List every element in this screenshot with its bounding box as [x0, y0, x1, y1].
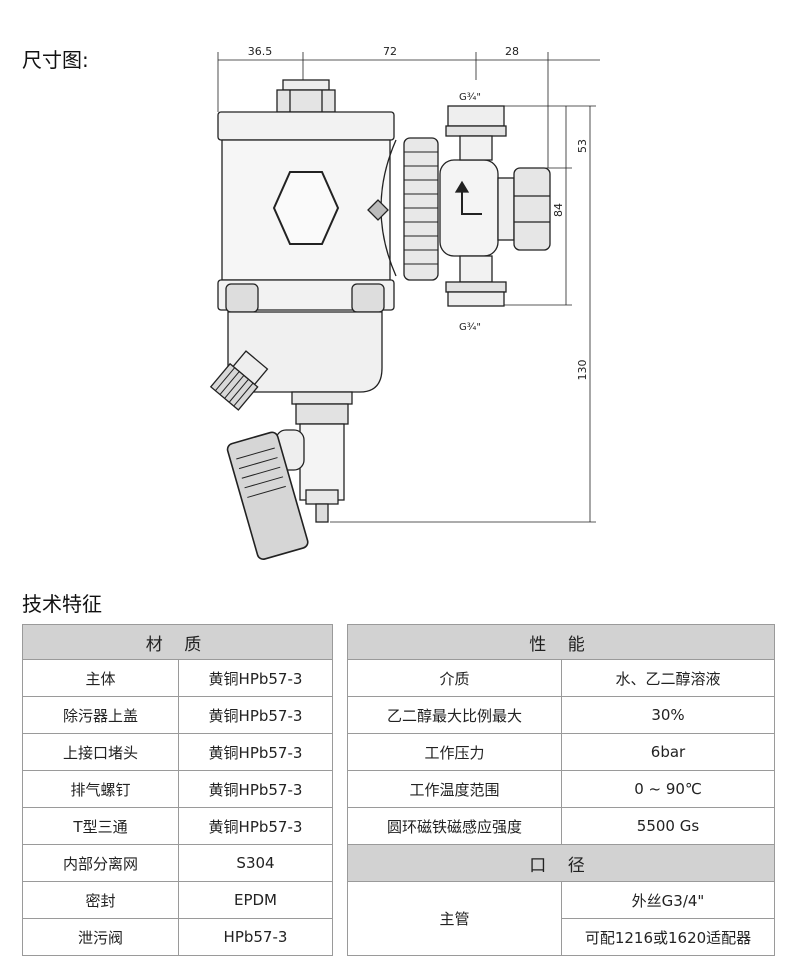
table-row: 上接口堵头黄铜HPb57-3: [22, 733, 333, 771]
caliber-name: 主管: [347, 881, 562, 956]
table-row: 主体黄铜HPb57-3: [22, 659, 333, 697]
material-value: HPb57-3: [178, 918, 333, 956]
performance-value: 水、乙二醇溶液: [561, 659, 775, 697]
performance-value: 5500 Gs: [561, 807, 775, 845]
performance-name: 乙二醇最大比例最大: [347, 696, 562, 734]
materials-header: 材 质: [22, 624, 333, 660]
thread-top-label: G¾": [459, 92, 481, 103]
material-value: EPDM: [178, 881, 333, 919]
material-value: 黄铜HPb57-3: [178, 807, 333, 845]
dim-top-right: 28: [505, 45, 519, 58]
performance-name: 工作温度范围: [347, 770, 562, 808]
material-name: 密封: [22, 881, 179, 919]
caliber-header: 口 径: [347, 844, 775, 882]
table-row: 可配1216或1620适配器: [348, 918, 775, 956]
performance-name: 介质: [347, 659, 562, 697]
table-row: T型三通黄铜HPb57-3: [22, 807, 333, 845]
dim-84: 84: [552, 203, 565, 217]
tech-title: 技术特征: [22, 592, 102, 616]
dim-top-mid: 72: [383, 45, 397, 58]
performance-header: 性 能: [347, 624, 775, 660]
material-value: 黄铜HPb57-3: [178, 659, 333, 697]
material-name: 泄污阀: [22, 918, 179, 956]
material-value: 黄铜HPb57-3: [178, 770, 333, 808]
dimension-title: 尺寸图:: [22, 48, 89, 72]
material-value: 黄铜HPb57-3: [178, 733, 333, 771]
dimension-drawing: 36.5 72 28 G¾" G¾" 53 84 130: [209, 45, 600, 560]
table-row: 除污器上盖黄铜HPb57-3: [22, 696, 333, 734]
material-name: 排气螺钉: [22, 770, 179, 808]
material-name: 除污器上盖: [22, 696, 179, 734]
thread-bottom-label: G¾": [459, 322, 481, 333]
performance-value: 30%: [561, 696, 775, 734]
caliber-value: 可配1216或1620适配器: [561, 918, 775, 956]
performance-value: 6bar: [561, 733, 775, 771]
material-name: 主体: [22, 659, 179, 697]
dim-top-left: 36.5: [248, 45, 273, 58]
material-value: 黄铜HPb57-3: [178, 696, 333, 734]
material-value: S304: [178, 844, 333, 882]
dim-53: 53: [576, 139, 589, 153]
performance-name: 圆环磁铁磁感应强度: [347, 807, 562, 845]
table-row: 主管外丝G3/4": [347, 881, 775, 956]
performance-value: 0 ~ 90℃: [561, 770, 775, 808]
table-row: 介质水、乙二醇溶液: [347, 659, 775, 697]
caliber-value: 外丝G3/4": [561, 881, 775, 919]
material-name: 内部分离网: [22, 844, 179, 882]
table-row: 排气螺钉黄铜HPb57-3: [22, 770, 333, 808]
dim-130: 130: [576, 360, 589, 381]
performance-name: 工作压力: [347, 733, 562, 771]
material-name: 上接口堵头: [22, 733, 179, 771]
material-name: T型三通: [22, 807, 179, 845]
materials-table: 材 质 主体黄铜HPb57-3 除污器上盖黄铜HPb57-3 上接口堵头黄铜HP…: [22, 624, 333, 956]
